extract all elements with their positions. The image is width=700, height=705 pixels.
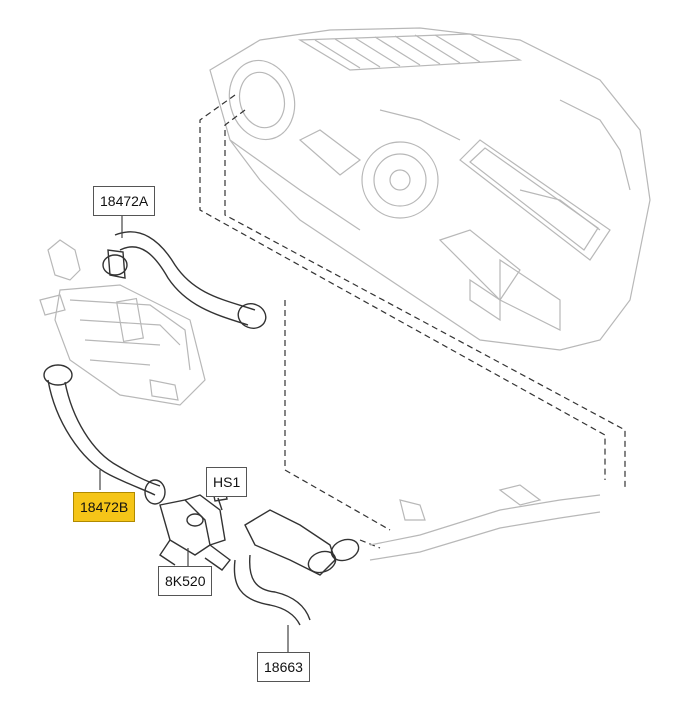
callout-18472a: 18472A (93, 186, 156, 216)
dashed-leaders (199, 94, 626, 549)
callout-18663: 18663 (257, 652, 310, 682)
callout-hs1: HS1 (206, 467, 248, 497)
callout-18472b: 18472B (73, 492, 136, 522)
heater-pipes-ghost (369, 484, 601, 561)
hose-18472a (102, 231, 267, 329)
hose-18472b (43, 364, 166, 505)
engine-cooler-ghost (39, 239, 206, 406)
valve-8k520 (159, 494, 231, 571)
callout-8k520: 8K520 (158, 566, 213, 596)
hvac-unit-ghost (209, 27, 651, 351)
hose-18663 (233, 509, 360, 626)
